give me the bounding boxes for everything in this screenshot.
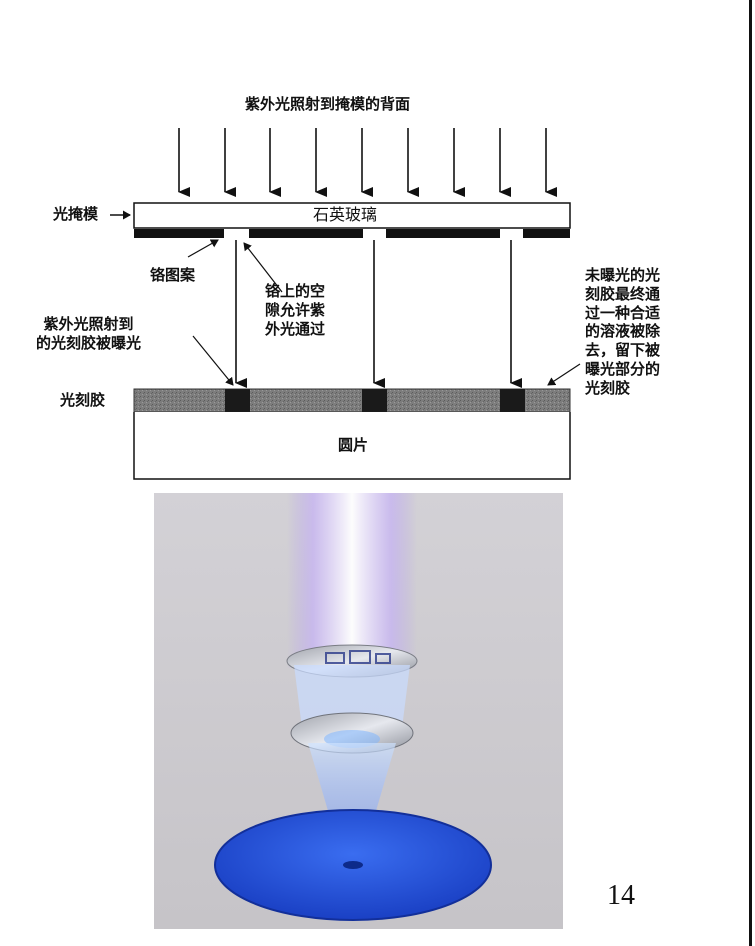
- lithography-render-image: [154, 493, 563, 929]
- right-border-line: [749, 0, 752, 946]
- chrome-label: 铬图案: [150, 266, 196, 284]
- transmitted-arrows: [235, 240, 522, 388]
- removed-label-line: 过一种合适: [585, 303, 661, 322]
- chrome-segment: [134, 229, 224, 238]
- wafer-label: 圆片: [338, 436, 369, 454]
- exposed-label-line: 的光刻胶被曝光: [36, 333, 142, 352]
- chrome-segment: [523, 229, 570, 238]
- removed-label-line: 曝光部分的: [585, 359, 661, 378]
- removed-label-line: 刻胶最终通: [585, 284, 661, 303]
- chrome-pattern: [134, 229, 570, 238]
- removed-label-line: 去，留下被: [585, 341, 661, 359]
- exposed-label: 紫外光照射到 的光刻胶被曝光: [36, 315, 141, 353]
- removed-leader: [547, 363, 581, 386]
- uv-light-beam: [287, 493, 417, 668]
- gap-label: 铬上的空 隙允许紫 外光通过: [265, 282, 325, 338]
- lithography-render-svg: [154, 493, 563, 929]
- gap-leader: [243, 242, 283, 293]
- exposed-region: [225, 389, 250, 412]
- page-number: 14: [607, 880, 635, 911]
- gap-label-line: 铬上的空: [265, 282, 326, 300]
- exposed-leader: [192, 335, 234, 386]
- chrome-segment: [386, 229, 500, 238]
- leader-lines: [187, 239, 581, 386]
- mask-pattern: [325, 650, 391, 664]
- quartz-glass-plate: [133, 202, 571, 229]
- wafer-body: [133, 412, 571, 480]
- gap-label-line: 隙允许紫: [265, 300, 326, 319]
- gap-label-line: 外光通过: [265, 319, 326, 338]
- uv-arrows: [178, 128, 557, 197]
- diagram-title: 紫外光照射到掩模的背面: [245, 95, 411, 113]
- removed-label-line: 光刻胶: [585, 378, 631, 397]
- exposed-region: [362, 389, 387, 412]
- removed-label-line: 未曝光的光: [585, 266, 661, 284]
- exposed-regions: [225, 389, 525, 412]
- mask-label: 光掩模: [53, 205, 99, 223]
- chrome-leader: [187, 239, 219, 258]
- focused-cone: [308, 743, 396, 865]
- exposed-label-line: 紫外光照射到: [43, 315, 134, 333]
- removed-label-line: 的溶液被除: [585, 322, 661, 341]
- photolithography-diagram: [110, 128, 581, 480]
- photoresist-label: 光刻胶: [60, 391, 106, 409]
- exposed-region: [500, 389, 525, 412]
- removed-resist-label: 未曝光的光 刻胶最终通 过一种合适 的溶液被除 去，留下被 曝光部分的 光刻胶: [585, 266, 660, 397]
- glass-label: 石英玻璃: [313, 205, 378, 224]
- chrome-segment: [249, 229, 363, 238]
